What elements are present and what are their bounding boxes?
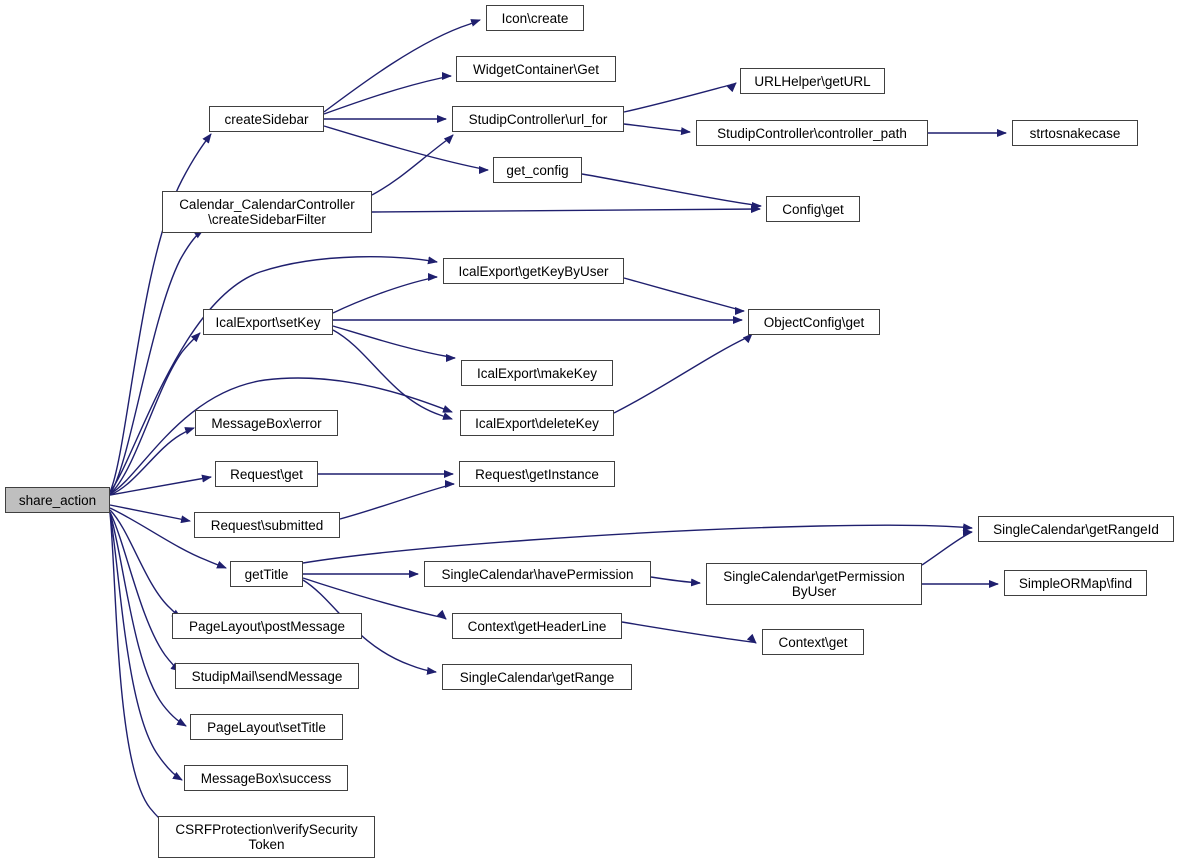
graph-node-objectConfigGet[interactable]: ObjectConfig\get [748, 309, 880, 335]
graph-node-share_action[interactable]: share_action [5, 487, 110, 513]
graph-node-getRangeId[interactable]: SingleCalendar\getRangeId [978, 516, 1174, 542]
graph-node-postMessage[interactable]: PageLayout\postMessage [172, 613, 362, 639]
call-edge [623, 123, 691, 136]
call-edge [371, 134, 454, 196]
graph-node-configGet[interactable]: Config\get [766, 196, 860, 222]
graph-node-createSidebar[interactable]: createSidebar [209, 106, 324, 132]
call-edge [109, 512, 183, 781]
graph-node-requestGet[interactable]: Request\get [215, 461, 318, 487]
call-edge [613, 333, 753, 414]
call-edge [650, 576, 701, 587]
call-edge [323, 125, 489, 174]
graph-node-getTitle[interactable]: getTitle [230, 561, 303, 587]
graph-node-deleteKey[interactable]: IcalExport\deleteKey [460, 410, 614, 436]
graph-node-havePermission[interactable]: SingleCalendar\havePermission [424, 561, 651, 587]
call-edge [302, 577, 447, 620]
call-edge [109, 332, 201, 495]
call-edge [621, 621, 757, 644]
graph-node-requestGetInstance[interactable]: Request\getInstance [459, 461, 615, 487]
call-edge [109, 133, 212, 493]
graph-node-getURL[interactable]: URLHelper\getURL [740, 68, 885, 94]
graph-node-strtosnakecase[interactable]: strtosnakecase [1012, 120, 1138, 146]
graph-node-setTitle[interactable]: PageLayout\setTitle [190, 714, 343, 740]
call-edge [332, 273, 438, 314]
call-edge [339, 480, 455, 520]
graph-node-getKeyByUser[interactable]: IcalExport\getKeyByUser [443, 258, 624, 284]
call-edge [302, 523, 973, 564]
graph-node-getRange[interactable]: SingleCalendar\getRange [442, 664, 632, 690]
call-edge [332, 329, 453, 420]
call-edge [332, 325, 456, 362]
graph-node-simpleORMapFind[interactable]: SimpleORMap\find [1004, 570, 1147, 596]
call-edge [109, 427, 195, 496]
call-edge [109, 511, 181, 672]
graph-node-contextGet[interactable]: Context\get [762, 629, 864, 655]
call-edge [323, 72, 452, 115]
call-edge [581, 173, 762, 210]
call-edge [302, 579, 437, 675]
graph-node-setKey[interactable]: IcalExport\setKey [203, 309, 333, 335]
graph-node-iconCreate[interactable]: Icon\create [486, 5, 584, 31]
call-edge [623, 277, 745, 315]
graph-node-messageBoxError[interactable]: MessageBox\error [195, 410, 338, 436]
call-edge [109, 474, 212, 496]
graph-node-makeKey[interactable]: IcalExport\makeKey [461, 360, 613, 386]
graph-node-sendMessage[interactable]: StudipMail\sendMessage [175, 663, 359, 689]
call-edge [921, 528, 973, 566]
call-edge [109, 229, 204, 495]
graph-node-getHeaderLine[interactable]: Context\getHeaderLine [452, 613, 622, 639]
call-edge [623, 82, 737, 113]
graph-node-widgetContainerGet[interactable]: WidgetContainer\Get [456, 56, 616, 82]
graph-node-createSidebarFilter[interactable]: Calendar_CalendarController \createSideb… [162, 191, 372, 233]
graph-node-controllerPath[interactable]: StudipController\controller_path [696, 120, 928, 146]
call-edge [109, 255, 438, 493]
call-edge [109, 507, 227, 569]
call-edge [371, 205, 761, 214]
graph-node-verifySecurityToken[interactable]: CSRFProtection\verifySecurity Token [158, 816, 375, 858]
graph-node-getPermissionByUser[interactable]: SingleCalendar\getPermission ByUser [706, 563, 922, 605]
call-edge [109, 504, 191, 524]
graph-node-messageBoxSuccess[interactable]: MessageBox\success [184, 765, 348, 791]
call-edge [109, 512, 187, 727]
call-edge [323, 19, 481, 113]
graph-node-getConfig[interactable]: get_config [493, 157, 582, 183]
call-edge [109, 377, 453, 495]
graph-node-urlFor[interactable]: StudipController\url_for [452, 106, 624, 132]
graph-node-requestSubmitted[interactable]: Request\submitted [194, 512, 340, 538]
